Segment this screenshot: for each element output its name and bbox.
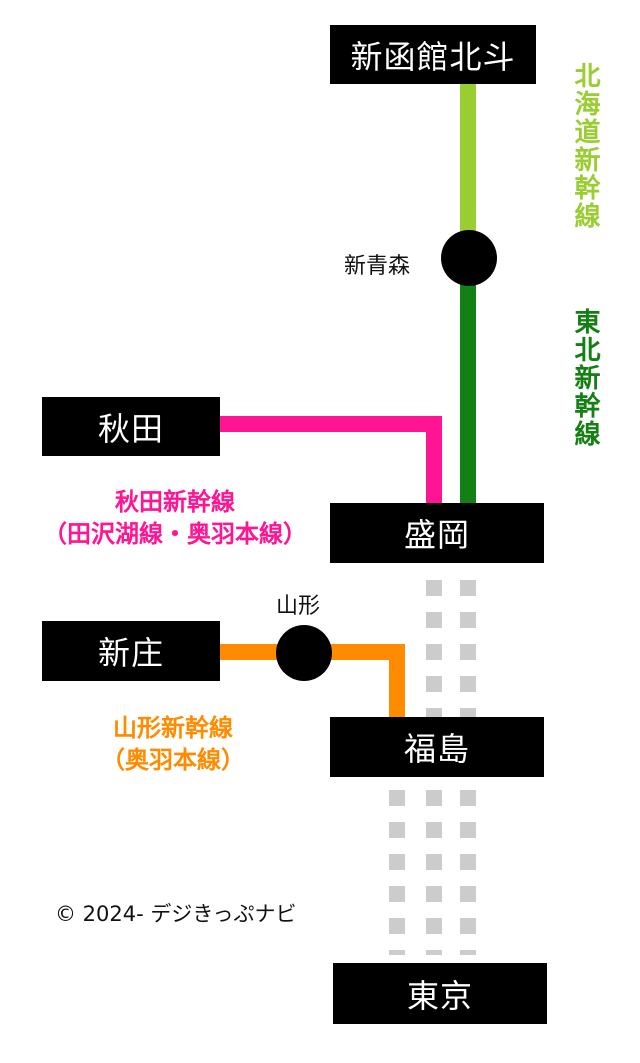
shinaomori-station-dot — [441, 230, 497, 286]
station-shinjo-label: 新庄 — [97, 634, 164, 672]
hokkaido-shinkansen-label: 北海道新幹線 — [570, 62, 600, 230]
copyright-notice: © 2024- デジきっぷナビ — [55, 902, 297, 926]
station-fukushima-label: 福島 — [403, 730, 470, 768]
akita-shinkansen-label: 秋田新幹線 （田沢湖線・奥羽本線） — [30, 486, 320, 551]
station-tokyo: 東京 — [333, 963, 547, 1024]
station-shinaomori-label: 新青森 — [344, 254, 411, 279]
station-fukushima: 福島 — [330, 717, 544, 777]
yamagata-shinkansen-name: 山形新幹線 — [113, 714, 233, 742]
station-akita-label: 秋田 — [97, 409, 164, 448]
akita-shinkansen-name: 秋田新幹線 — [115, 488, 235, 516]
akita-shinkansen-subname: （田沢湖線・奥羽本線） — [43, 520, 307, 549]
station-shinhakodate: 新函館北斗 — [330, 25, 536, 84]
station-morioka-label: 盛岡 — [403, 516, 470, 554]
yamagata-shinkansen-label: 山形新幹線 （奥羽本線） — [98, 712, 248, 777]
station-shinjo: 新庄 — [42, 621, 220, 681]
station-morioka: 盛岡 — [330, 503, 544, 563]
station-yamagata-label: 山形 — [276, 594, 321, 619]
yamagata-shinkansen-line — [215, 644, 405, 722]
tohoku-shinkansen-label: 東北新幹線 — [570, 308, 600, 448]
station-akita: 秋田 — [42, 397, 220, 456]
station-shinhakodate-label: 新函館北斗 — [350, 37, 516, 76]
yamagata-station-dot — [276, 625, 332, 681]
yamagata-shinkansen-subname: （奥羽本線） — [101, 746, 245, 775]
akita-shinkansen-line — [215, 416, 442, 508]
station-tokyo-label: 東京 — [406, 976, 473, 1015]
